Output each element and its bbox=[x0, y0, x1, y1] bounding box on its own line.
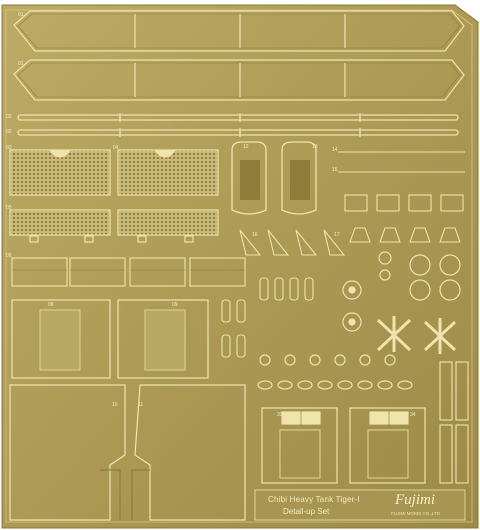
part-number-10: 10 bbox=[112, 402, 118, 408]
part-number-02: 02 bbox=[6, 114, 12, 120]
part-rings bbox=[257, 354, 413, 390]
part-14-15-tabs bbox=[338, 151, 465, 212]
part-number-11: 11 bbox=[138, 402, 144, 408]
brand-logo: Fujimi bbox=[395, 492, 435, 508]
part-number-16: 16 bbox=[252, 232, 258, 238]
part-small-links bbox=[221, 277, 314, 358]
part-08-09-hull-plates bbox=[11, 299, 209, 379]
part-03-04-engine-grilles bbox=[9, 149, 219, 243]
kit-title: Chibi Heavy Tank Tiger-I bbox=[268, 495, 360, 504]
part-01-fender-top bbox=[13, 10, 465, 52]
part-number-14: 14 bbox=[332, 147, 338, 153]
part-number-09: 09 bbox=[172, 302, 178, 308]
part-number-01: 01 bbox=[18, 61, 24, 67]
part-number-01: 01 bbox=[18, 12, 24, 18]
maker-name: FUJIMI MOKEI CO.,LTD bbox=[391, 511, 440, 516]
part-01-fender-bottom bbox=[13, 59, 465, 101]
title-plaque bbox=[254, 489, 466, 521]
part-number-08: 08 bbox=[48, 302, 54, 308]
part-number-34: 34 bbox=[410, 412, 416, 418]
part-round-pieces bbox=[342, 251, 461, 332]
part-number-04: 04 bbox=[113, 145, 119, 151]
part-number-17: 17 bbox=[334, 232, 340, 238]
part-track-strips bbox=[439, 361, 469, 484]
part-10-11-lower-plates bbox=[9, 384, 246, 521]
part-tool-boxes bbox=[261, 407, 426, 484]
part-star-pieces bbox=[376, 316, 457, 354]
part-number-12: 12 bbox=[243, 144, 249, 150]
part-number-06: 06 bbox=[6, 253, 12, 259]
kit-subtitle: Detail-up Set bbox=[283, 507, 330, 516]
part-number-13: 13 bbox=[312, 144, 318, 150]
part-16-17-brackets bbox=[239, 227, 461, 256]
part-05-plates bbox=[11, 257, 246, 287]
part-number-33: 33 bbox=[277, 412, 283, 418]
part-12-13-hooks bbox=[231, 141, 317, 215]
part-number-03: 03 bbox=[6, 145, 12, 151]
part-number-05: 05 bbox=[6, 205, 12, 211]
part-number-02: 02 bbox=[6, 129, 12, 135]
part-number-15: 15 bbox=[332, 167, 338, 173]
part-02-rails bbox=[17, 113, 459, 137]
